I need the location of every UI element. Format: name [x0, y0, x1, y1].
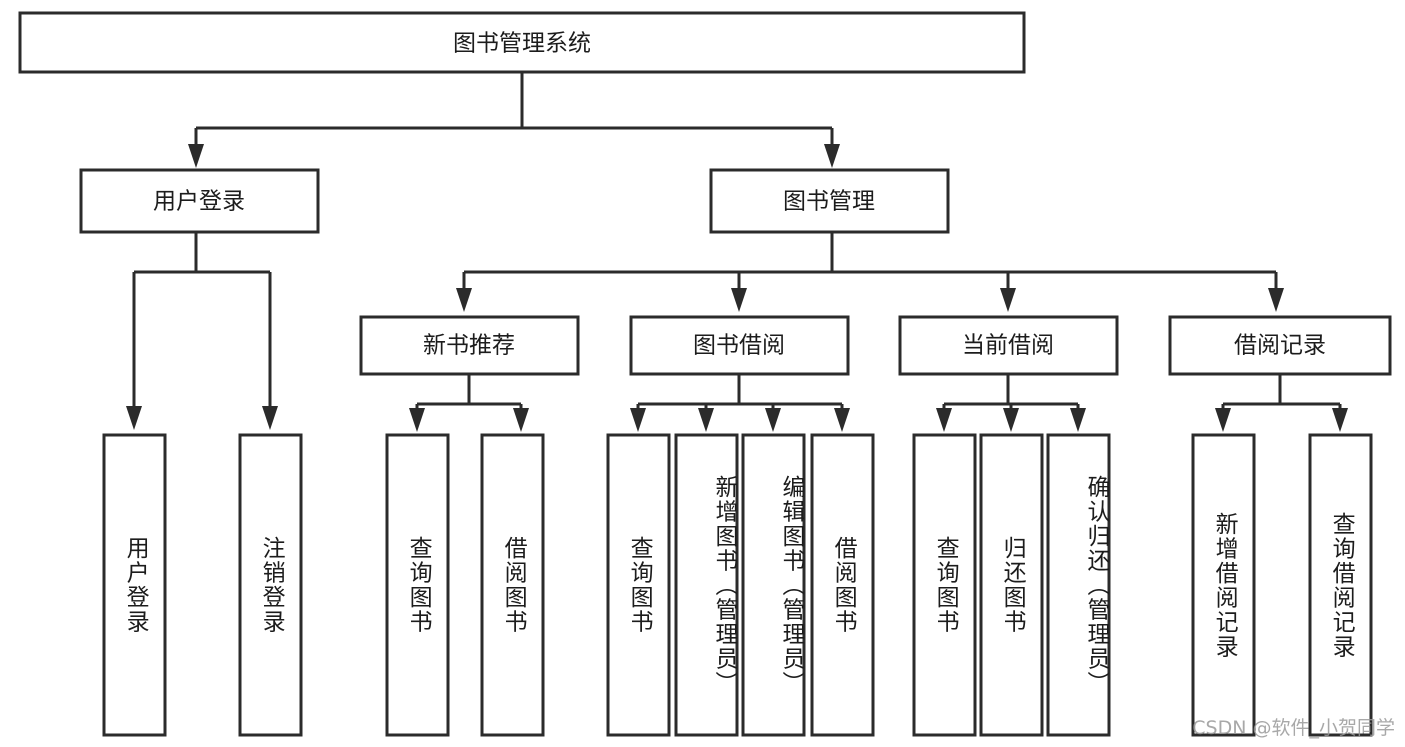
- arrowhead-current-leaf-3: [1070, 408, 1086, 432]
- node-current-borrow-label: 当前借阅: [962, 333, 1054, 359]
- arrowhead-book-management: [824, 144, 840, 168]
- leaf-box-book-borrow-4[interactable]: [810, 433, 875, 737]
- connector-group-root: [188, 72, 840, 168]
- leaf-box-current-borrow-3[interactable]: [1046, 433, 1111, 737]
- leaf-box-user-login-2[interactable]: [238, 433, 303, 737]
- node-book-management-box[interactable]: [709, 168, 950, 234]
- arrowhead-records-leaf-1: [1215, 408, 1231, 432]
- leaf-box-new-book-1[interactable]: [385, 433, 450, 737]
- arrowhead-newbook-leaf-2: [513, 408, 529, 432]
- node-user-login-label: 用户登录: [153, 189, 245, 215]
- csdn-watermark: CSDN @软件_小贺同学: [1192, 717, 1395, 739]
- connector-group-user-login: [126, 232, 278, 430]
- arrowhead-book-borrow: [731, 288, 747, 312]
- node-book-management-label: 图书管理: [783, 189, 875, 215]
- node-new-book-rec-label: 新书推荐: [423, 333, 515, 359]
- connector-group-book-borrow: [630, 374, 850, 432]
- node-current-borrow-box[interactable]: [898, 315, 1119, 376]
- arrowhead-borrow-leaf-3: [765, 408, 781, 432]
- leaf-box-borrow-records-1[interactable]: [1191, 433, 1256, 737]
- connector-group-book-management: [456, 232, 1284, 312]
- arrowhead-borrow-leaf-2: [698, 408, 714, 432]
- arrowhead-borrow-leaf-1: [630, 408, 646, 432]
- leaf-box-book-borrow-2[interactable]: [674, 433, 739, 737]
- leaf-box-book-borrow-3[interactable]: [741, 433, 806, 737]
- leaf-box-current-borrow-1[interactable]: [912, 433, 977, 737]
- leaf-box-new-book-2[interactable]: [480, 433, 545, 737]
- arrowhead-newbook-leaf-1: [409, 408, 425, 432]
- arrowhead-user-leaf-2: [262, 406, 278, 430]
- node-user-login-box[interactable]: [79, 168, 320, 234]
- arrowhead-current-leaf-1: [936, 408, 952, 432]
- leaf-box-book-borrow-1[interactable]: [606, 433, 671, 737]
- node-book-borrow-box[interactable]: [629, 315, 850, 376]
- arrowhead-records-leaf-2: [1332, 408, 1348, 432]
- arrowhead-new-book-rec: [456, 288, 472, 312]
- leaf-box-current-borrow-2[interactable]: [979, 433, 1044, 737]
- arrowhead-current-leaf-2: [1003, 408, 1019, 432]
- arrowhead-borrow-records: [1268, 288, 1284, 312]
- leaf-box-borrow-records-2[interactable]: [1308, 433, 1373, 737]
- arrowhead-borrow-leaf-4: [834, 408, 850, 432]
- arrowhead-current-borrow: [1000, 288, 1016, 312]
- node-book-borrow-label: 图书借阅: [693, 333, 785, 359]
- leaf-box-user-login-1[interactable]: [102, 433, 167, 737]
- connector-group-new-book-rec: [409, 374, 529, 432]
- arrowhead-user-leaf-1: [126, 406, 142, 430]
- node-new-book-rec-box[interactable]: [359, 315, 580, 376]
- connector-group-current-borrow: [936, 374, 1086, 432]
- node-root-box[interactable]: [18, 11, 1026, 74]
- node-borrow-records-label: 借阅记录: [1234, 333, 1326, 359]
- node-root-label: 图书管理系统: [453, 31, 591, 57]
- connector-group-borrow-records: [1215, 374, 1348, 432]
- arrowhead-user-login: [188, 144, 204, 168]
- node-borrow-records-box[interactable]: [1168, 315, 1392, 376]
